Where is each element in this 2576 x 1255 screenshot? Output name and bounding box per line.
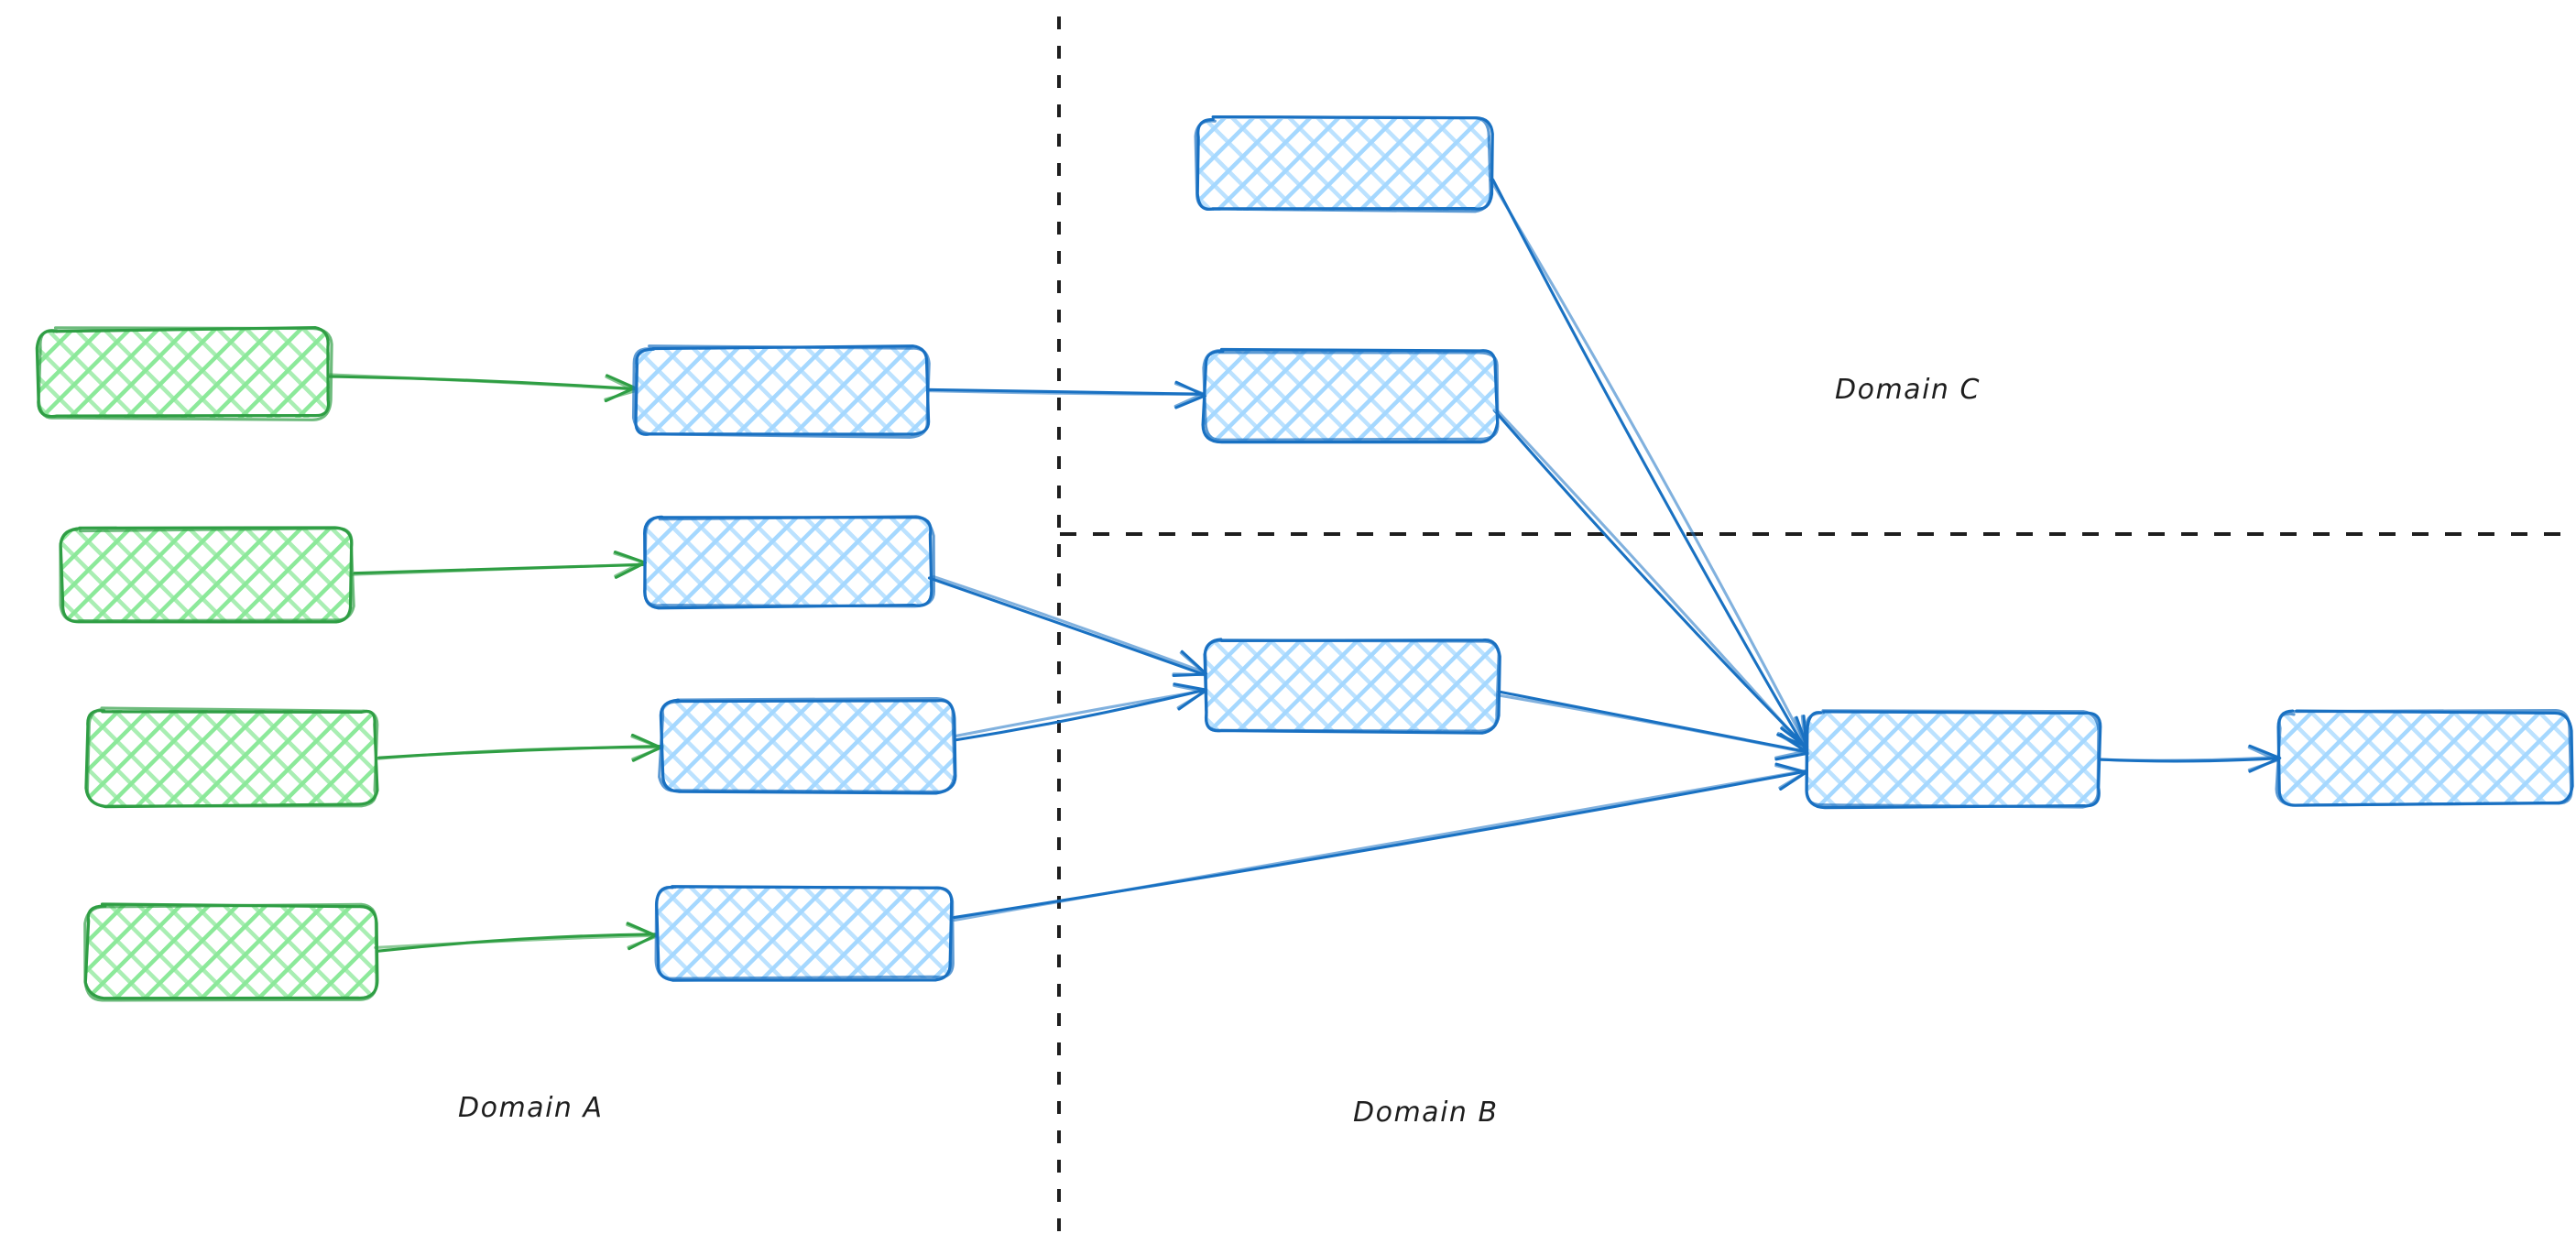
edge-layer — [327, 178, 2282, 953]
divider-layer — [1057, 16, 2576, 1246]
node-box-c3[interactable] — [1203, 638, 1501, 735]
edge-e-b2-c3 — [927, 575, 1208, 677]
node-box-c2[interactable] — [1201, 347, 1500, 444]
edge-e-b1-c2 — [923, 380, 1207, 409]
node-box-b1[interactable] — [631, 344, 931, 439]
node-box-c1[interactable] — [1194, 115, 1494, 213]
edge-e-b4-d1 — [952, 762, 1808, 922]
domain-label-domain-a: Domain A — [458, 1092, 604, 1124]
edge-e-d1-d2 — [2099, 744, 2282, 773]
node-box-b4[interactable] — [654, 885, 955, 982]
edge-e-c2-d1 — [1492, 409, 1809, 750]
node-box-a4[interactable] — [83, 902, 379, 1002]
edge-e-a2-b2 — [349, 551, 647, 579]
edge-e-c3-d1 — [1493, 690, 1810, 761]
node-box-d2[interactable] — [2275, 709, 2574, 807]
node-box-b2[interactable] — [643, 515, 935, 610]
node-box-a2[interactable] — [59, 526, 355, 624]
edge-e-b3-c3 — [954, 682, 1208, 742]
node-box-b3[interactable] — [658, 696, 957, 795]
node-layer — [35, 115, 2574, 1002]
edge-e-a1-b1 — [327, 373, 638, 403]
domain-label-domain-c: Domain C — [1835, 374, 1981, 406]
edge-e-c1-d1 — [1489, 178, 1808, 750]
node-box-d1[interactable] — [1805, 709, 2102, 810]
node-box-a1[interactable] — [35, 326, 333, 421]
edge-e-a4-b4 — [374, 922, 660, 953]
edge-e-a3-b3 — [377, 733, 665, 762]
domain-label-domain-b: Domain B — [1353, 1097, 1499, 1129]
node-box-a3[interactable] — [84, 706, 379, 809]
